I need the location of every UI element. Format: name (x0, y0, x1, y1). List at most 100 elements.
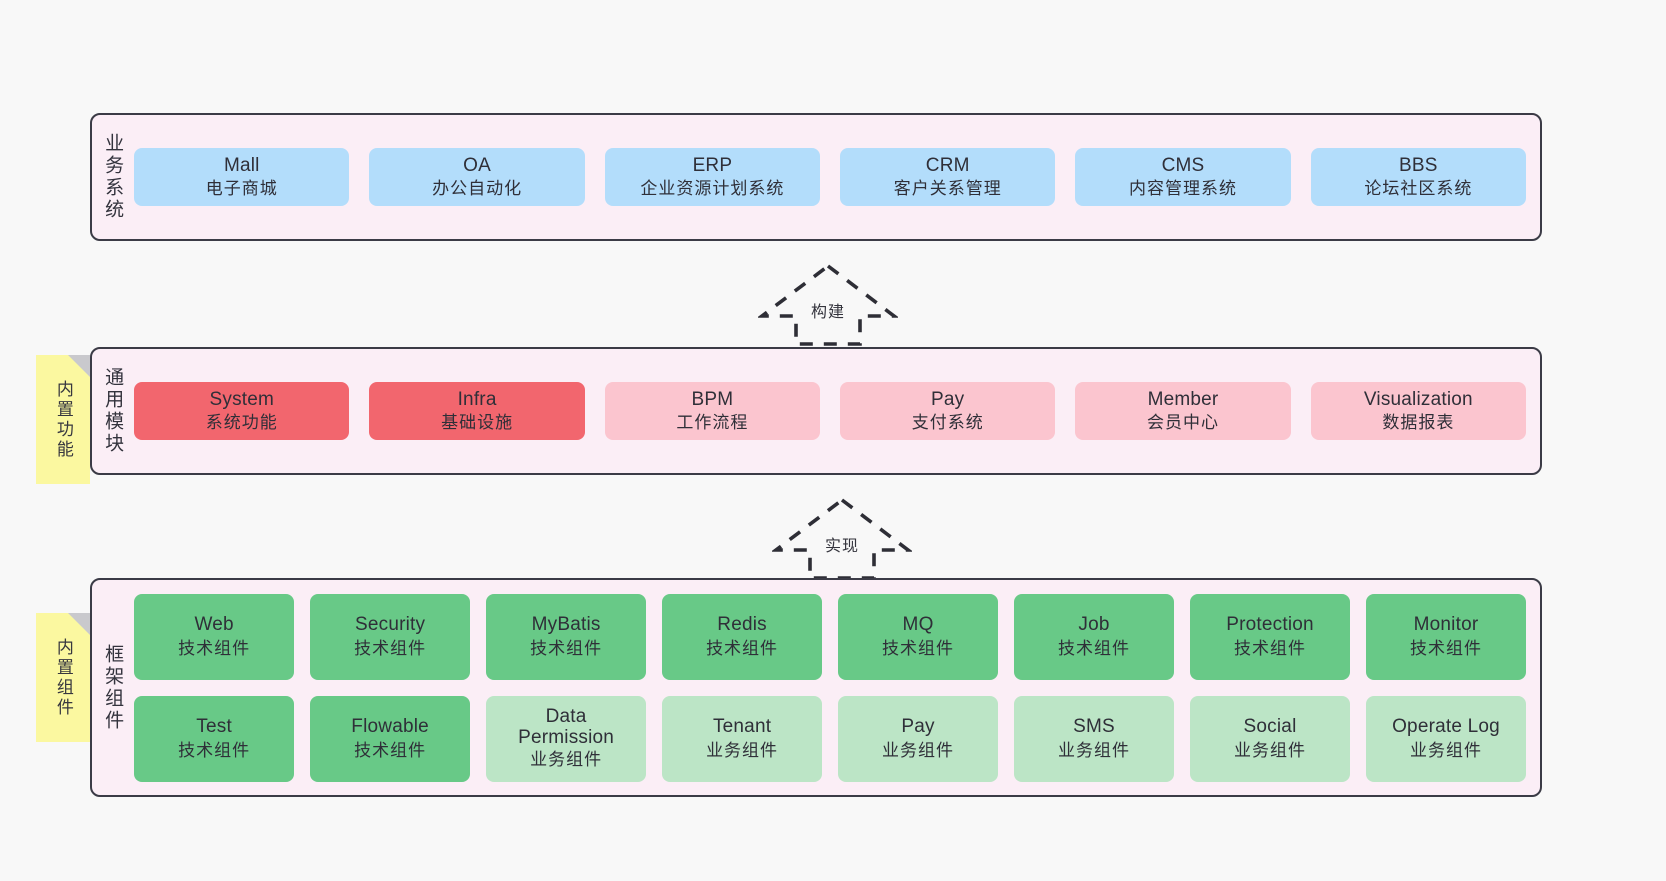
card-subtitle: 内容管理系统 (1129, 179, 1238, 199)
arrow-label-implement: 实现 (824, 538, 860, 555)
card-subtitle: 技术组件 (1410, 638, 1482, 658)
layer-caption-common-module: 通用模块 (102, 367, 124, 455)
card-title: OA (463, 154, 492, 176)
card-subtitle: 系统功能 (205, 413, 278, 433)
card-title: Security (354, 614, 426, 636)
card-oa[interactable]: OA 办公自动化 (369, 147, 585, 207)
card-subtitle: 技术组件 (1058, 638, 1131, 658)
card-subtitle: 技术组件 (706, 638, 779, 658)
card-bbs[interactable]: BBS 论坛社区系统 (1310, 147, 1526, 207)
card-title: Flowable (351, 716, 429, 738)
card-subtitle: 客户关系管理 (893, 179, 1002, 199)
card-member[interactable]: Member 会员中心 (1075, 381, 1291, 441)
card-title: MyBatis (531, 614, 601, 636)
card-subtitle: 技术组件 (354, 638, 427, 658)
layer-body-business-system: Mall 电子商城 OA 办公自动化 ERP 企业资源计划系统 CRM 客户关系… (130, 115, 1540, 239)
card-title: Web (194, 614, 234, 636)
card-subtitle: 工作流程 (676, 413, 749, 433)
arrow-implement: 实现 (770, 496, 914, 582)
card-visualization[interactable]: Visualization 数据报表 (1310, 381, 1526, 441)
card-row: Mall 电子商城 OA 办公自动化 ERP 企业资源计划系统 CRM 客户关系… (134, 147, 1526, 207)
card-title: Mall (223, 154, 260, 176)
layer-framework-component: 框架组件 Web 技术组件 Security 技术组件 MyBatis 技术组件… (90, 578, 1542, 797)
card-protection[interactable]: Protection 技术组件 (1190, 593, 1351, 680)
card-subtitle: 企业资源计划系统 (640, 179, 785, 199)
card-title: CMS (1161, 154, 1205, 176)
card-subtitle: 业务组件 (530, 749, 603, 769)
card-data-permission[interactable]: Data Permission 业务组件 (486, 695, 647, 782)
card-subtitle: 业务组件 (1410, 740, 1482, 760)
card-operate-log[interactable]: Operate Log 业务组件 (1366, 695, 1526, 782)
card-job[interactable]: Job 技术组件 (1014, 593, 1175, 680)
card-title: Member (1147, 388, 1219, 410)
card-title: Test (196, 716, 232, 738)
card-mq[interactable]: MQ 技术组件 (838, 593, 999, 680)
card-title: Visualization (1363, 388, 1473, 410)
card-mybatis[interactable]: MyBatis 技术组件 (486, 593, 647, 680)
card-title: Redis (717, 614, 767, 636)
card-subtitle: 技术组件 (178, 740, 251, 760)
card-web[interactable]: Web 技术组件 (134, 593, 295, 680)
layer-body-common-module: System 系统功能 Infra 基础设施 BPM 工作流程 Pay 支付系统… (130, 349, 1540, 473)
card-subtitle: 办公自动化 (432, 179, 523, 199)
card-title: Protection (1226, 614, 1314, 636)
card-subtitle: 技术组件 (178, 638, 251, 658)
card-redis[interactable]: Redis 技术组件 (662, 593, 823, 680)
card-subtitle: 技术组件 (354, 740, 427, 760)
card-tenant[interactable]: Tenant 业务组件 (662, 695, 823, 782)
card-title: ERP (692, 154, 733, 176)
arrow-label-build: 构建 (810, 304, 846, 321)
card-flowable[interactable]: Flowable 技术组件 (310, 695, 471, 782)
card-title: Social (1243, 716, 1297, 738)
card-subtitle: 业务组件 (1058, 740, 1131, 760)
card-bpm[interactable]: BPM 工作流程 (604, 381, 821, 441)
card-title: BBS (1399, 154, 1438, 176)
card-sms[interactable]: SMS 业务组件 (1014, 695, 1175, 782)
card-title: Operate Log (1392, 716, 1500, 738)
card-title: CRM (925, 154, 970, 176)
layer-caption-business-system: 业务系统 (102, 133, 124, 221)
card-subtitle: 支付系统 (911, 413, 984, 433)
card-subtitle: 业务组件 (706, 740, 779, 760)
card-title: Monitor (1413, 614, 1479, 636)
card-title: System (209, 388, 275, 410)
layer-business-system: 业务系统 Mall 电子商城 OA 办公自动化 ERP 企业资源计划系统 CRM… (90, 113, 1542, 241)
card-monitor[interactable]: Monitor 技术组件 (1366, 593, 1526, 680)
card-security[interactable]: Security 技术组件 (310, 593, 471, 680)
card-row: Web 技术组件 Security 技术组件 MyBatis 技术组件 Redi… (134, 593, 1526, 680)
card-erp[interactable]: ERP 企业资源计划系统 (604, 147, 821, 207)
card-social[interactable]: Social 业务组件 (1190, 695, 1351, 782)
card-subtitle: 业务组件 (1234, 740, 1307, 760)
layer-common-module: 通用模块 System 系统功能 Infra 基础设施 BPM 工作流程 Pay… (90, 347, 1542, 475)
layer-body-framework-component: Web 技术组件 Security 技术组件 MyBatis 技术组件 Redi… (130, 580, 1540, 795)
card-title: Infra (457, 388, 497, 410)
card-mall[interactable]: Mall 电子商城 (134, 147, 350, 207)
card-row: System 系统功能 Infra 基础设施 BPM 工作流程 Pay 支付系统… (134, 381, 1526, 441)
card-subtitle: 数据报表 (1382, 413, 1455, 433)
card-subtitle: 基础设施 (441, 413, 514, 433)
card-title: SMS (1073, 716, 1115, 738)
card-subtitle: 技术组件 (882, 638, 955, 658)
layer-caption-framework-component: 框架组件 (102, 643, 124, 732)
card-crm[interactable]: CRM 客户关系管理 (840, 147, 1056, 207)
card-row: Test 技术组件 Flowable 技术组件 Data Permission … (134, 695, 1526, 782)
note-label: 内置功能 (53, 379, 73, 460)
card-title: Tenant (712, 716, 772, 738)
arrow-build: 构建 (756, 262, 900, 348)
card-subtitle: 业务组件 (882, 740, 955, 760)
card-system[interactable]: System 系统功能 (134, 381, 350, 441)
note-builtin-function: 内置功能 (36, 355, 90, 484)
card-test[interactable]: Test 技术组件 (134, 695, 295, 782)
card-pay[interactable]: Pay 支付系统 (840, 381, 1056, 441)
card-subtitle: 电子商城 (205, 179, 278, 199)
note-label: 内置组件 (53, 637, 73, 718)
card-subtitle: 技术组件 (1234, 638, 1307, 658)
card-subtitle: 论坛社区系统 (1364, 179, 1473, 199)
card-pay-business[interactable]: Pay 业务组件 (838, 695, 999, 782)
card-title: Job (1078, 614, 1110, 636)
card-cms[interactable]: CMS 内容管理系统 (1075, 147, 1291, 207)
card-title: Pay (901, 716, 935, 738)
note-builtin-component: 内置组件 (36, 613, 90, 742)
card-infra[interactable]: Infra 基础设施 (369, 381, 585, 441)
